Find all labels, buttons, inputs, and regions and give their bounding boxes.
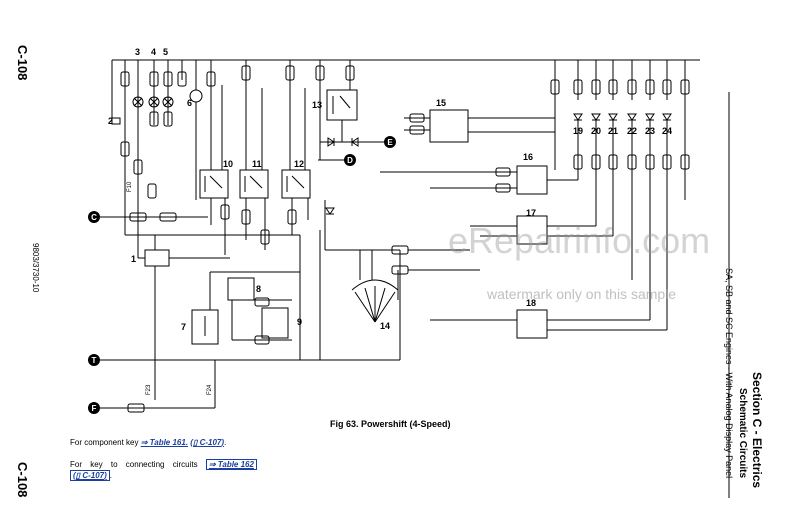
component-number: 8	[256, 284, 261, 294]
component-number: 2	[108, 116, 113, 126]
component-key-line: For component key ⇒ Table 161. (▯ C-107)…	[70, 438, 227, 447]
component-number: 1	[131, 254, 136, 264]
component-number: 20	[591, 126, 601, 136]
connecting-circuits-page-line: (▯ C-107).	[70, 470, 112, 481]
fuse-label: F23	[146, 384, 152, 395]
fuse-label: F24	[207, 384, 213, 395]
connector-label: E	[387, 138, 393, 147]
figure-caption: Fig 63. Powershift (4-Speed)	[330, 419, 451, 429]
watermark-main: eRepairinfo.com	[448, 220, 711, 261]
connector-c: C	[88, 211, 100, 223]
connector-f: F	[88, 402, 100, 414]
component-key-page-link[interactable]: (▯ C-107)	[190, 438, 225, 447]
connector-label: F	[92, 404, 97, 413]
connector-d: D	[344, 154, 356, 166]
component-number: 6	[187, 98, 192, 108]
page-icon: ▯	[192, 438, 198, 447]
component-number: 10	[223, 159, 233, 169]
connecting-text: For key to connecting circuits	[70, 460, 198, 469]
connecting-circuits-line: For key to connecting circuits ⇒ Table 1…	[70, 459, 257, 470]
connector-label: D	[347, 156, 353, 165]
component-number: 14	[380, 321, 390, 331]
component-key-text: For component key	[70, 438, 139, 447]
connector-label: T	[92, 356, 97, 365]
page-icon: ▯	[75, 471, 81, 480]
component-number: 9	[297, 317, 302, 327]
component-key-table-link[interactable]: ⇒ Table 161.	[140, 438, 189, 447]
component-number: 5	[163, 47, 168, 57]
component-number: 7	[181, 322, 186, 332]
connector-t: T	[88, 354, 100, 366]
watermark-sub: watermark only on this sample	[487, 286, 677, 302]
component-number: 22	[627, 126, 637, 136]
component-number: 16	[523, 152, 533, 162]
component-number: 11	[252, 159, 262, 169]
connecting-table-link[interactable]: ⇒ Table 162	[205, 459, 257, 470]
component-number: 23	[645, 126, 655, 136]
connecting-page-link[interactable]: (▯ C-107)	[70, 470, 110, 481]
component-number: 3	[135, 47, 140, 57]
connector-label: C	[91, 213, 97, 222]
component-number: 19	[573, 126, 583, 136]
component-number: 24	[662, 126, 672, 136]
component-number: 4	[151, 47, 156, 57]
component-number: 17	[526, 208, 536, 218]
component-number: 21	[608, 126, 618, 136]
fuse-label: F10	[127, 181, 133, 192]
connector-e: E	[384, 136, 396, 148]
component-number: 15	[436, 98, 446, 108]
component-number: 13	[312, 100, 322, 110]
component-number: 12	[294, 159, 304, 169]
component-number: 18	[526, 298, 536, 308]
